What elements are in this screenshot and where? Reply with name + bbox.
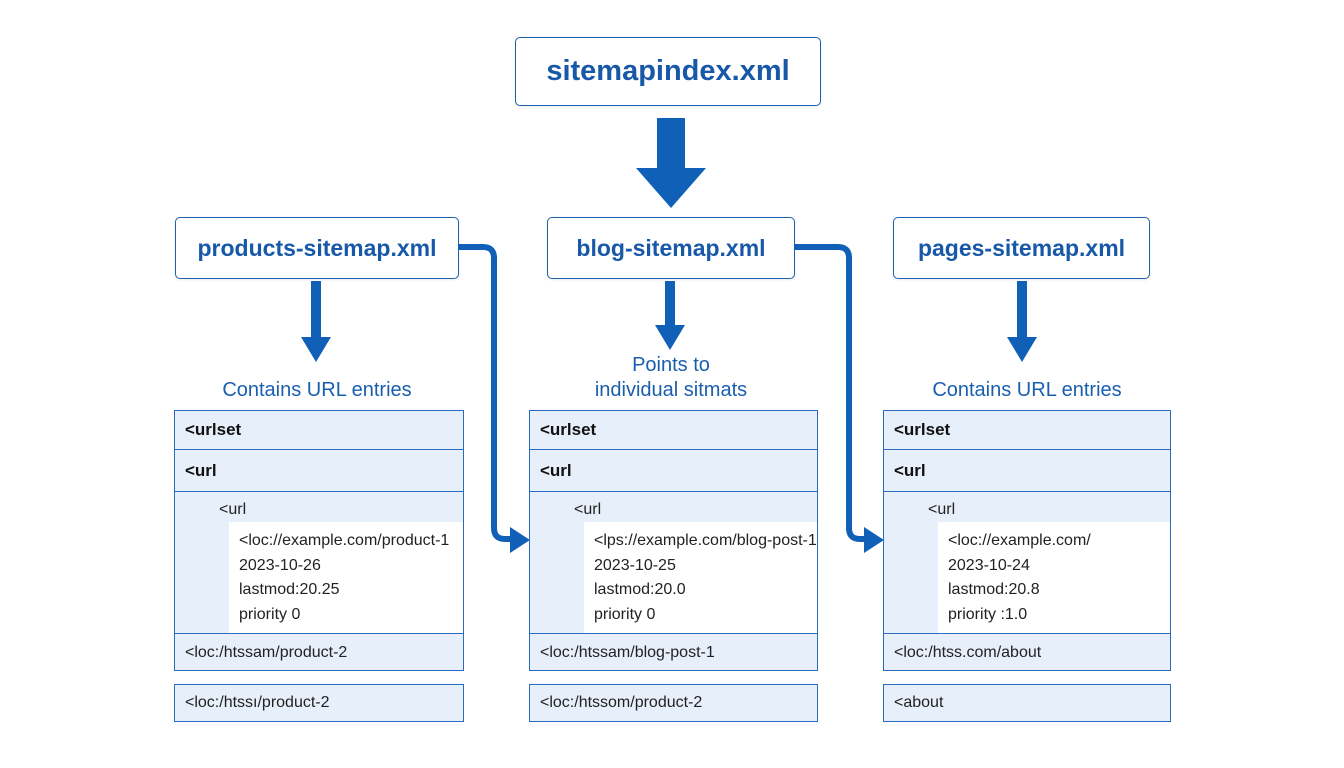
products-urlset-box: <urlset <url <url <loc://example.com/pro… — [174, 410, 464, 671]
lastmod-line: lastmod:20.25 — [239, 581, 340, 598]
loc-row: <loc:/htssam/blog-post-1 — [530, 633, 817, 670]
inner-url-tag: <url — [219, 501, 247, 518]
url-row: <url — [530, 449, 817, 491]
pages-urlset-box: <urlset <url <url <loc://example.com/ 20… — [883, 410, 1171, 671]
caption-line: individual sitmats — [594, 379, 748, 401]
pages-down-arrow — [1007, 281, 1037, 362]
pages-extra-entry: <about — [883, 684, 1171, 722]
priority-line: priority :1.0 — [948, 605, 1028, 623]
blog-to-pages-connector — [795, 244, 884, 553]
blog-urlset-box: <urlset <url <url <lps://example.com/blo… — [529, 410, 818, 671]
lastmod-line: lastmod:20.0 — [594, 581, 686, 598]
caption-line: Points to — [632, 354, 710, 376]
caption-line: Contains URL entries — [222, 379, 412, 401]
date-line: 2023-10-26 — [239, 556, 321, 574]
blog-down-arrow — [655, 281, 685, 350]
products-to-blog-connector — [459, 244, 530, 553]
blog-sitemap-node[interactable]: blog-sitemap.xml — [547, 217, 795, 279]
url-detail-panel: <loc://example.com/ 2023-10-24 lastmod:2… — [938, 522, 1170, 633]
url-entry: <url <loc://example.com/ 2023-10-24 last… — [884, 491, 1170, 633]
blog-extra-entry: <loc:/htssom/product-2 — [529, 684, 818, 722]
inner-url-tag: <url — [928, 501, 956, 518]
loc-line: <loc://example.com/product-1 — [239, 532, 450, 549]
urlset-row: <urlset — [540, 420, 597, 439]
priority-line: priority 0 — [239, 605, 301, 623]
products-extra-entry: <loc:/htssı/product-2 — [174, 684, 464, 722]
blog-caption: Points to individual sitmats — [542, 353, 800, 403]
root-down-arrow — [636, 118, 706, 208]
products-sitemap-node[interactable]: products-sitemap.xml — [175, 217, 459, 279]
url-entry: <url <lps://example.com/blog-post-1 2023… — [530, 491, 817, 633]
lastmod-line: lastmod:20.8 — [948, 581, 1040, 598]
loc-row: <loc:/htss.com/about — [884, 633, 1170, 670]
products-down-arrow — [301, 281, 331, 362]
date-line: 2023-10-24 — [948, 556, 1030, 574]
priority-line: priority 0 — [594, 605, 656, 623]
urlset-row: <urlset — [185, 420, 242, 439]
loc-row: <loc:/htssam/product-2 — [175, 633, 463, 670]
sitemapindex-node[interactable]: sitemapindex.xml — [515, 37, 821, 106]
url-detail-panel: <lps://example.com/blog-post-1 2023-10-2… — [584, 522, 817, 633]
url-entry: <url <loc://example.com/product-1 2023-1… — [175, 491, 463, 633]
url-row: <url — [175, 449, 463, 491]
url-detail-panel: <loc://example.com/product-1 2023-10-26 … — [229, 522, 463, 633]
urlset-row: <urlset — [894, 420, 951, 439]
loc-line: <lps://example.com/blog-post-1 — [594, 532, 817, 549]
url-row: <url — [884, 449, 1170, 491]
pages-sitemap-node[interactable]: pages-sitemap.xml — [893, 217, 1150, 279]
inner-url-tag: <url — [574, 501, 602, 518]
caption-line: Contains URL entries — [932, 379, 1122, 401]
loc-line: <loc://example.com/ — [948, 532, 1091, 549]
pages-caption: Contains URL entries — [884, 378, 1170, 403]
products-caption: Contains URL entries — [175, 378, 459, 403]
date-line: 2023-10-25 — [594, 556, 676, 574]
